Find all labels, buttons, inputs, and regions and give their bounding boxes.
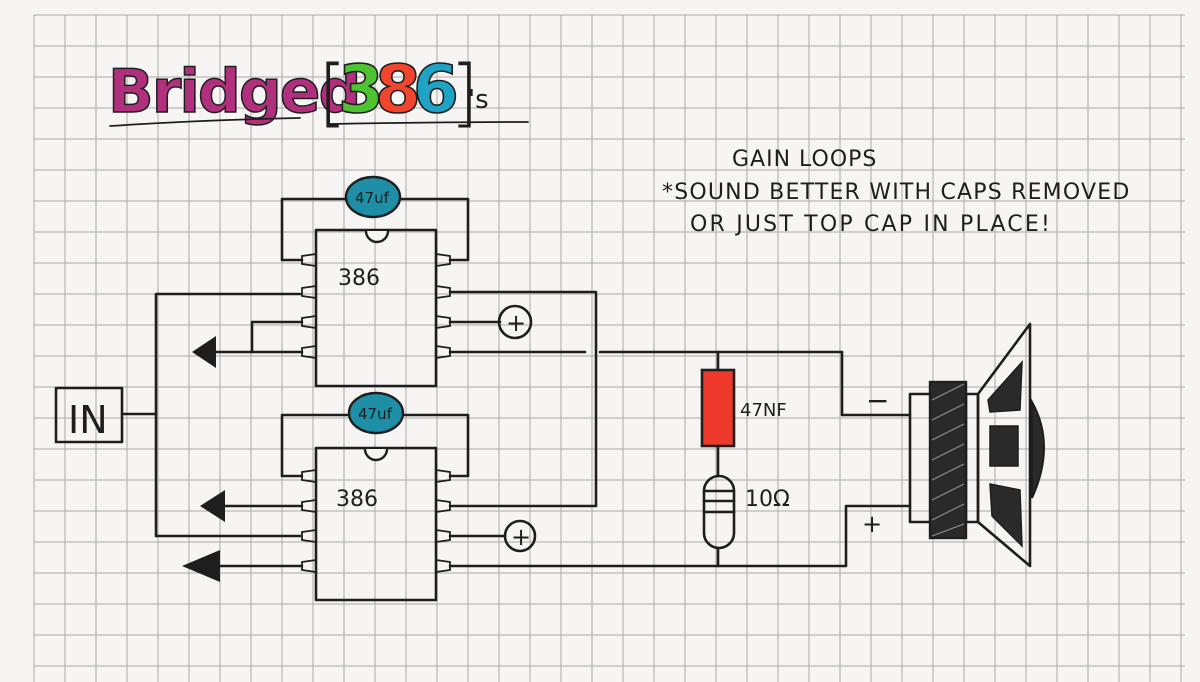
resistor-label: 10Ω [745, 487, 790, 512]
input-label: IN [68, 398, 108, 442]
ic-bottom-pins-right [435, 469, 451, 573]
input-jack: IN [54, 386, 158, 444]
speaker-plus-bus [448, 504, 912, 568]
supply-top-label: + [506, 309, 526, 337]
title-suffix: 's [468, 85, 489, 115]
ground-symbol-bottom-1 [200, 490, 225, 522]
title: Bridged [ 3 8 6 ] 's [107, 50, 529, 136]
supply-bottom: + [503, 519, 537, 553]
ground-symbol-bottom-2 [182, 550, 220, 582]
title-digit-8: 8 [375, 51, 421, 128]
speaker-minus-label: − [866, 384, 889, 417]
film-cap-body [700, 368, 736, 448]
cap-top-body [344, 175, 402, 219]
ic-top-pins-left [301, 253, 317, 359]
ic-bottom-label: 386 [336, 487, 378, 512]
ic-top-pins-right [435, 253, 451, 359]
ground-icon [200, 490, 225, 522]
cap-bottom-label: 47uf [358, 405, 393, 423]
top-ground-wire [214, 320, 304, 354]
top-output-wire [448, 290, 598, 508]
ic-bottom: 386 [301, 446, 451, 602]
speaker-terminal-block [908, 392, 934, 524]
cap-top: 47uf [344, 175, 402, 219]
title-underline-left [109, 117, 301, 127]
supply-bottom-label: + [511, 523, 531, 551]
speaker-voice-coil [964, 392, 980, 524]
speaker-cone [976, 322, 1032, 568]
ground-icon [182, 550, 220, 582]
ic-bottom-notch [363, 448, 389, 462]
ic-top-notch [364, 230, 390, 244]
cap-bottom-body [347, 391, 405, 435]
cone-shade-bottom [989, 483, 1023, 548]
title-underline-right [329, 121, 529, 125]
cone-shade-top [987, 359, 1023, 413]
ic-top-label: 386 [338, 266, 380, 291]
magnet-hatching [931, 383, 965, 537]
supply-top-circle [497, 304, 533, 340]
speaker-minus-lead [840, 350, 912, 417]
film-cap: 47NF [700, 368, 787, 448]
film-cap-label: 47NF [740, 400, 787, 421]
title-bracket-open: [ [318, 50, 347, 136]
speaker-plus-label: + [862, 510, 882, 538]
cone-shade-mid [989, 425, 1019, 467]
ic-bottom-body [314, 446, 438, 602]
ground-icon [192, 336, 216, 368]
speaker-dust-cap [1031, 398, 1045, 499]
cap-top-label: 47uf [355, 189, 390, 207]
title-digit-6: 6 [413, 51, 459, 128]
note-line-2: OR JUST TOP CAP IN PLACE! [690, 212, 1052, 237]
note-heading: GAIN LOOPS [732, 147, 877, 172]
input-bus-wire [154, 292, 302, 538]
speaker-magnet [928, 380, 968, 540]
supply-top: + [497, 304, 533, 340]
ground-symbol-top [192, 336, 216, 368]
ic-bottom-pins-left [301, 469, 317, 573]
supply-bottom-circle [503, 519, 537, 553]
note-line-1: *SOUND BETTER WITH CAPS REMOVED [662, 180, 1130, 205]
speaker-icon [908, 322, 1045, 568]
title-digit-3: 3 [338, 51, 384, 128]
gain-loops-note: GAIN LOOPS *SOUND BETTER WITH CAPS REMOV… [662, 147, 1130, 237]
title-word: Bridged [108, 57, 359, 127]
ic-top: 386 [301, 228, 451, 388]
cap-bottom: 47uf [347, 391, 405, 435]
ic-top-body [314, 228, 438, 388]
